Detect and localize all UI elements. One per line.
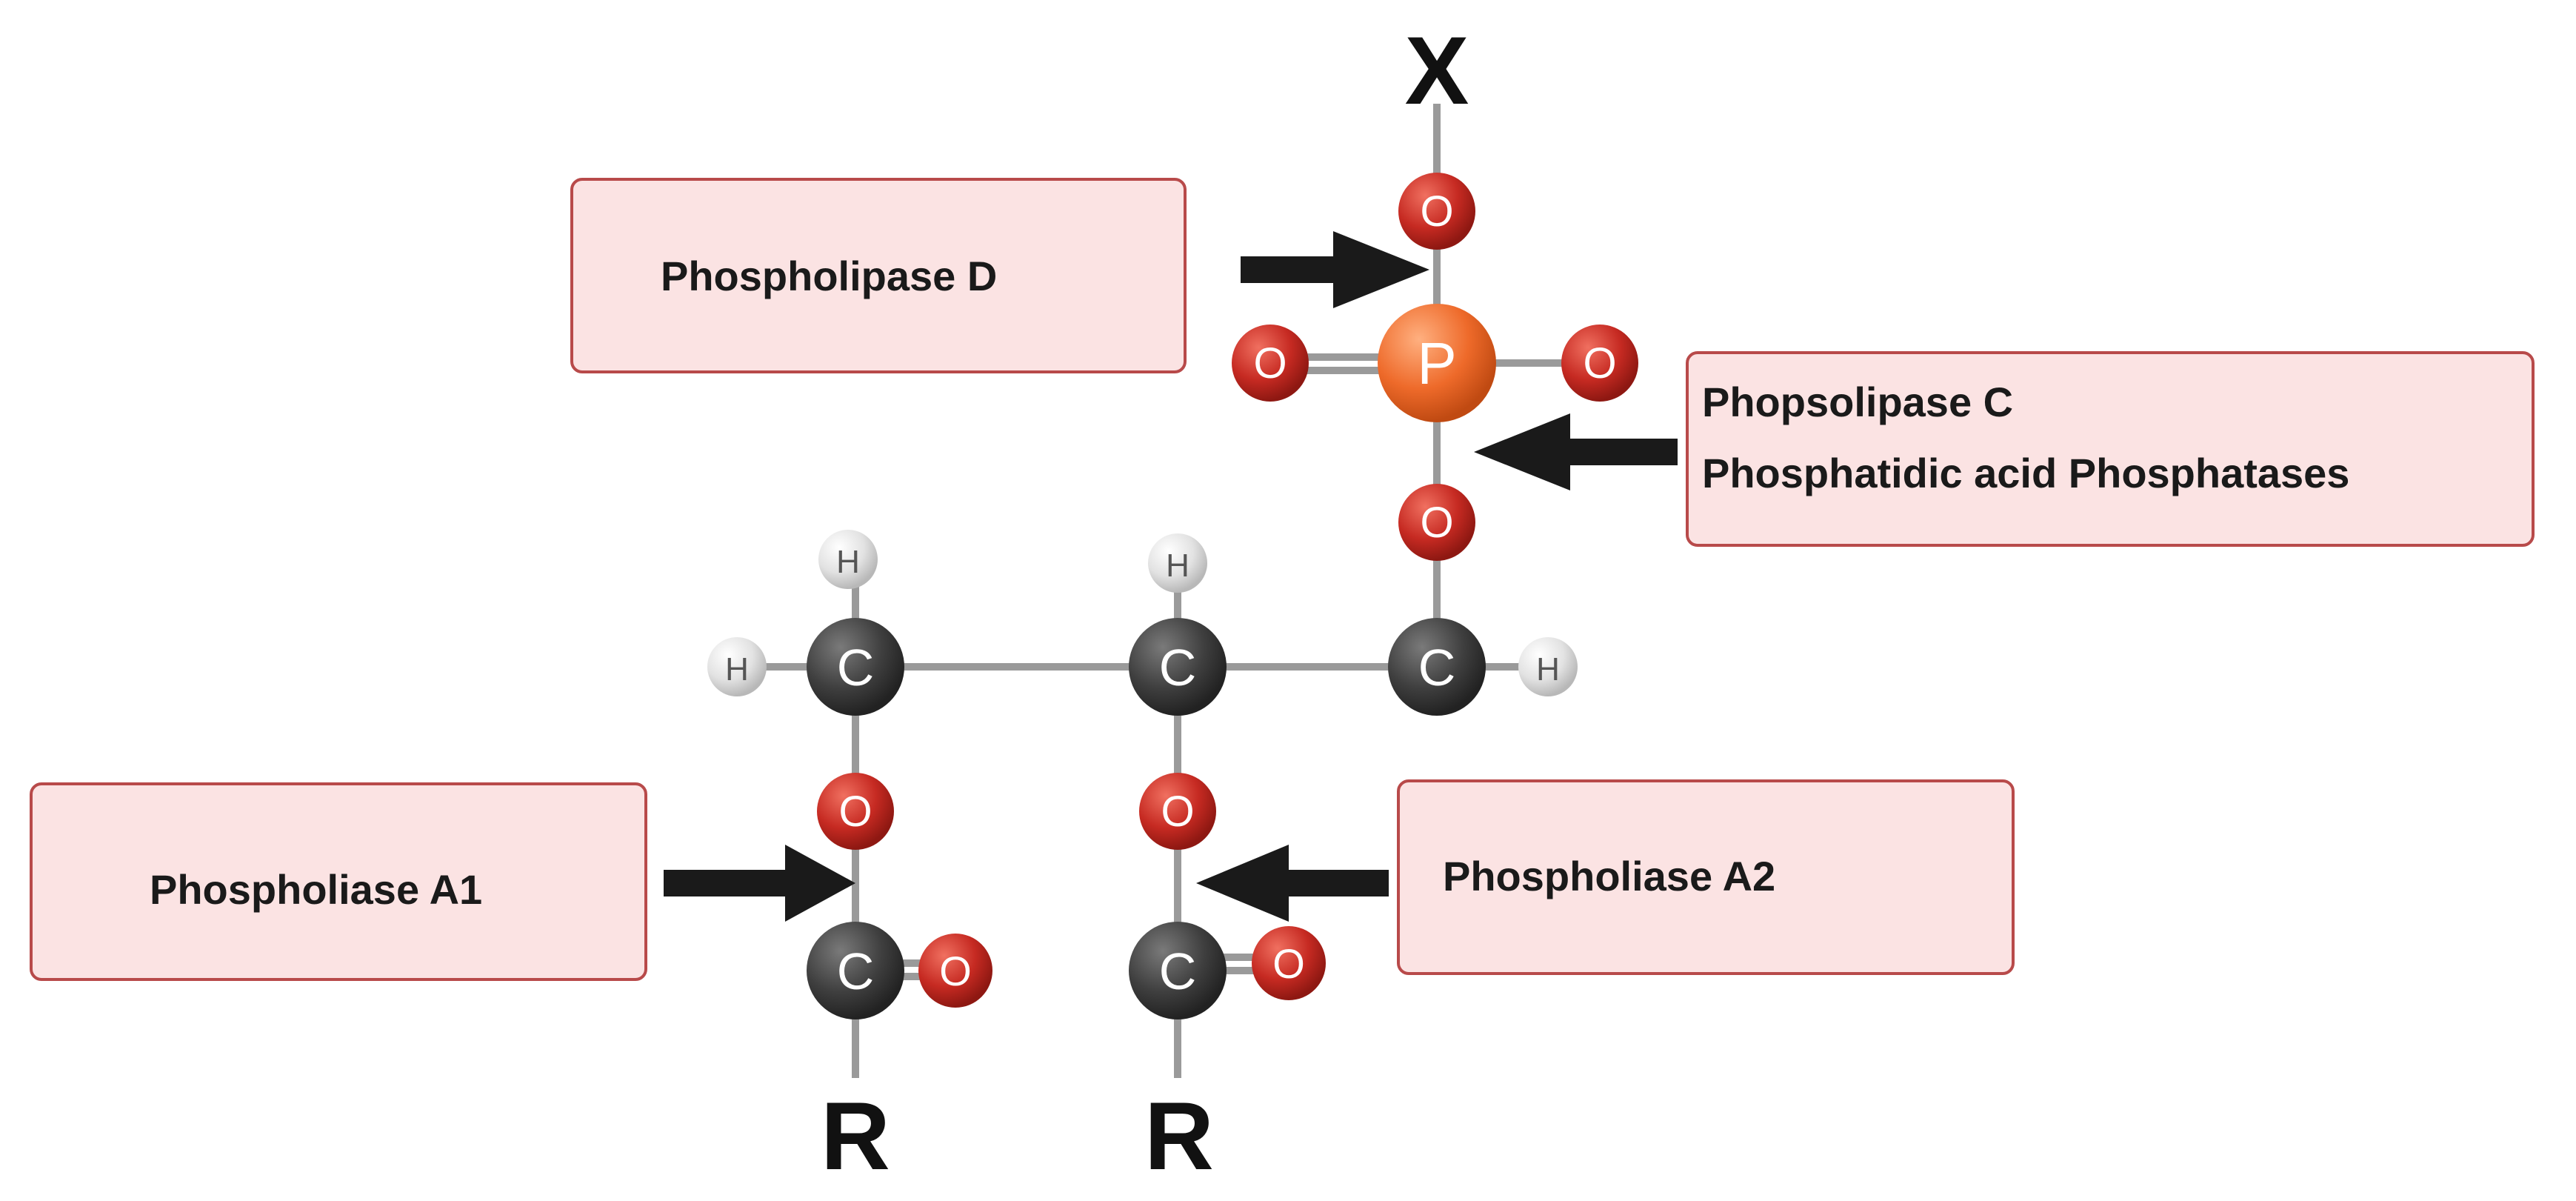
phospholipase-a1-label: Phospholiase A1	[150, 866, 483, 913]
hydrogen-atom-c3-right: H	[1518, 637, 1578, 696]
svg-text:O: O	[1420, 499, 1453, 547]
carbon-atom-ester2: C	[1129, 922, 1227, 1019]
carbon-atom-c1: C	[807, 618, 904, 716]
x-group-label: X	[1405, 16, 1469, 124]
phosphorus-atom: P	[1378, 304, 1496, 422]
phospholipase-a1-label-box: Phospholiase A1	[30, 782, 647, 981]
oxygen-atom-carbonyl1: O	[918, 934, 992, 1008]
svg-text:O: O	[1161, 788, 1194, 836]
svg-text:C: C	[1418, 639, 1456, 696]
oxygen-atom-sn2: O	[1139, 773, 1216, 850]
arrow-phospholipase-a1	[664, 845, 855, 922]
hydrogen-atom-c2-top: H	[1148, 533, 1207, 593]
r-group-label-sn2: R	[1144, 1082, 1214, 1190]
arrows	[664, 231, 1678, 922]
svg-text:C: C	[837, 942, 875, 1000]
svg-text:C: C	[837, 639, 875, 696]
svg-text:O: O	[939, 948, 972, 994]
svg-text:H: H	[836, 544, 860, 580]
oxygen-atom-sn1: O	[817, 773, 894, 850]
arrow-phospholipase-d	[1241, 231, 1429, 308]
svg-text:H: H	[1536, 651, 1560, 688]
hydrogen-atom-c1-top: H	[818, 530, 878, 589]
carbon-atom-c3: C	[1388, 618, 1486, 716]
r-group-label-sn1: R	[821, 1082, 890, 1190]
svg-text:H: H	[1166, 548, 1189, 584]
svg-text:O: O	[1420, 187, 1453, 236]
oxygen-atom-top: O	[1398, 173, 1475, 250]
phospholipase-c-label-box: Phopsolipase C Phosphatidic acid Phospha…	[1686, 351, 2535, 547]
oxygen-atom-right: O	[1561, 325, 1638, 402]
hydrogen-atom-c1-left: H	[707, 637, 767, 696]
phospholipase-a2-label: Phospholiase A2	[1443, 853, 1776, 899]
phosphatidic-acid-phosphatases-label: Phosphatidic acid Phosphatases	[1702, 450, 2350, 496]
svg-text:O: O	[1272, 940, 1305, 987]
arrow-phospholipase-a2	[1196, 845, 1389, 922]
oxygen-atom-carbonyl2: O	[1252, 926, 1326, 1000]
svg-text:C: C	[1159, 639, 1197, 696]
svg-text:H: H	[725, 651, 749, 688]
oxygen-atom-double-left: O	[1232, 325, 1309, 402]
svg-text:P: P	[1417, 330, 1456, 396]
carbon-atom-ester1: C	[807, 922, 904, 1019]
phospholipase-d-label: Phospholipase D	[661, 253, 998, 299]
carbon-atom-c2: C	[1129, 618, 1227, 716]
group-labels: X R R	[821, 16, 1469, 1190]
atoms: O O O O O O O	[707, 173, 1638, 1019]
phospholipase-d-label-box: Phospholipase D	[570, 178, 1187, 373]
svg-text:O: O	[838, 788, 872, 836]
phospholipase-a2-label-box: Phospholiase A2	[1397, 779, 2015, 975]
svg-text:C: C	[1159, 942, 1197, 1000]
oxygen-atom-ester-phosphate: O	[1398, 484, 1475, 561]
phospholipase-c-label: Phopsolipase C	[1702, 379, 2014, 425]
arrow-phospholipase-c	[1474, 413, 1678, 490]
svg-text:O: O	[1253, 339, 1287, 387]
svg-text:O: O	[1583, 339, 1616, 387]
